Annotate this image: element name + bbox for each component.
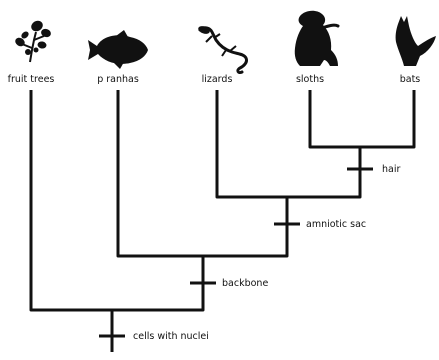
taxon-label-lizards: lizards <box>202 74 233 85</box>
sloth-icon <box>295 11 338 66</box>
piranha-icon <box>88 30 148 69</box>
taxon-label-bats: bats <box>400 74 421 85</box>
trait-label-amniotic-sac: amniotic sac <box>306 219 366 230</box>
branch-lizards-clade <box>217 90 360 197</box>
fruit-tree-branch-icon <box>14 19 52 62</box>
trait-label-backbone: backbone <box>222 278 268 289</box>
taxon-labels: fruit trees p ranhas lizards sloths bats <box>8 74 421 85</box>
taxon-label-sloths: sloths <box>296 74 324 85</box>
branch-piranhas-clade <box>118 90 287 256</box>
taxon-label-piranhas: p ranhas <box>97 74 139 85</box>
taxon-label-fruit-trees: fruit trees <box>8 74 55 85</box>
bat-icon <box>396 16 436 66</box>
trait-label-hair: hair <box>382 164 400 175</box>
trait-label-cells-with-nuclei: cells with nuclei <box>133 331 209 342</box>
branch-sloths-bats <box>310 90 414 147</box>
lizard-icon <box>197 25 246 73</box>
